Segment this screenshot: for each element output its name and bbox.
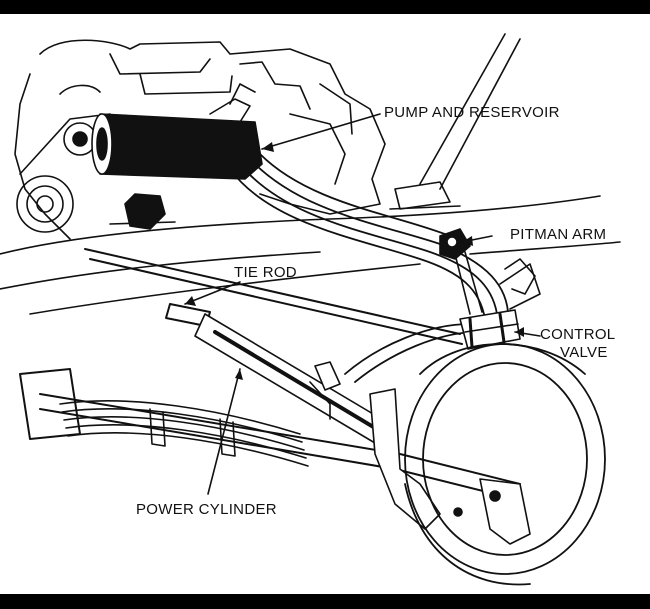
- wheel-drum: [404, 343, 606, 586]
- pump-and-reservoir: [91, 83, 263, 180]
- label-power-cylinder: POWER CYLINDER: [136, 501, 277, 518]
- steering-knuckle: [369, 388, 531, 545]
- steering-column: [389, 33, 521, 210]
- tie-rod: [84, 248, 463, 345]
- power-cylinder: [194, 313, 391, 447]
- label-pump-and-reservoir: PUMP AND RESERVOIR: [384, 104, 560, 121]
- label-pitman-arm: PITMAN ARM: [510, 226, 607, 243]
- leaf-spring: [59, 400, 309, 467]
- tie-rod-leader-line: [184, 281, 241, 305]
- label-control-valve-line2: VALVE: [560, 344, 608, 361]
- diagram-canvas: PUMP AND RESERVOIR PITMAN ARM TIE ROD CO…: [0, 14, 650, 594]
- label-control-valve: CONTROL VALVE: [540, 326, 615, 362]
- motor-mount: [109, 193, 176, 230]
- callout-arrowheads: [185, 142, 524, 380]
- label-control-valve-line1: CONTROL: [540, 326, 616, 343]
- hydraulic-hoses: [229, 153, 509, 383]
- pump-leader-line: [261, 113, 381, 150]
- label-tie-rod: TIE ROD: [234, 264, 297, 281]
- engine-block: [14, 39, 386, 240]
- steering-illustration: [0, 33, 621, 586]
- pitman-arm: [439, 228, 483, 315]
- control-valve: [459, 258, 536, 350]
- power-cylinder-leader-line: [207, 368, 241, 495]
